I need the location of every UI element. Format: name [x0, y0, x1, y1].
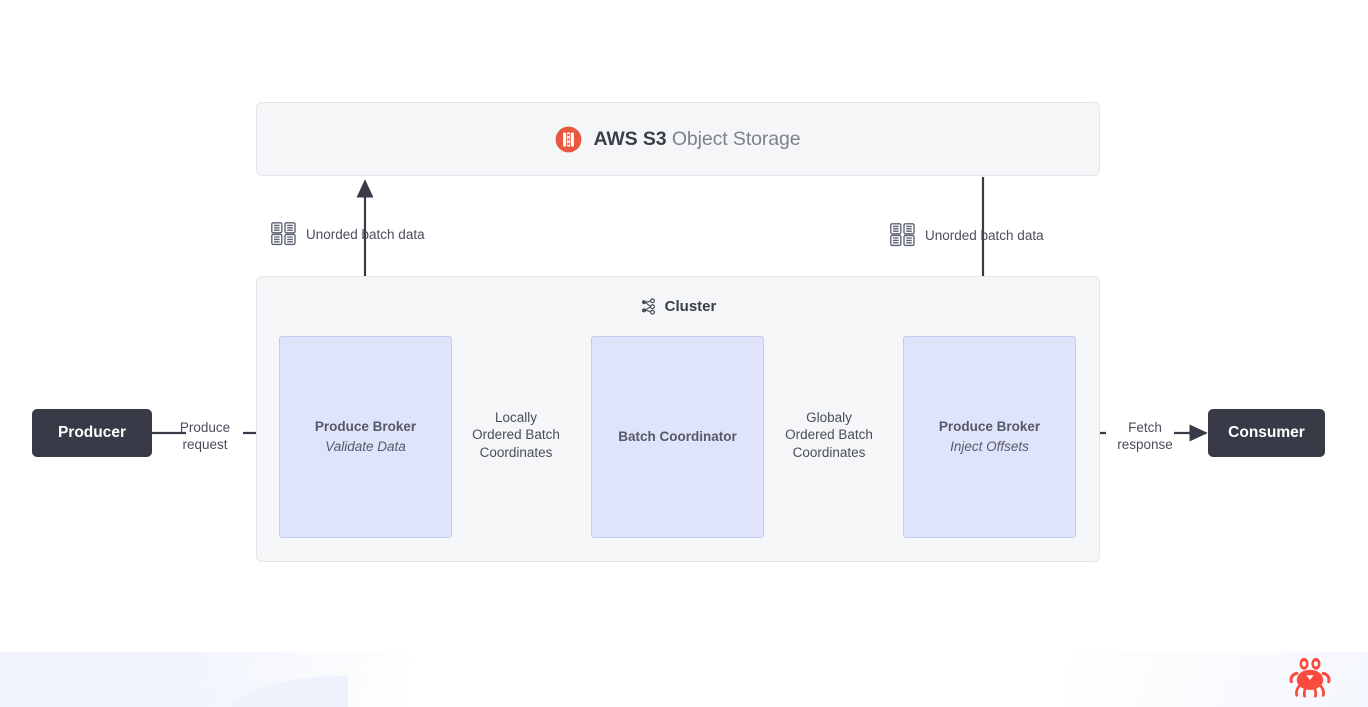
edge-label-globaly-ordered: Globaly Ordered Batch Coordinates: [785, 410, 873, 460]
s3-panel-title: AWS S3 Object Storage: [593, 128, 800, 151]
footer-swoosh-shape: [148, 652, 348, 707]
edge-label-fetch-response: Fetch response: [1117, 420, 1173, 453]
node-subtitle: Inject Offsets: [950, 439, 1029, 454]
consumer-box[interactable]: Consumer: [1208, 409, 1325, 457]
aws-s3-icon: [555, 126, 582, 153]
node-produce-broker-inject[interactable]: Produce Broker Inject Offsets: [903, 336, 1076, 538]
footer-band-left-fill: [0, 652, 160, 707]
storage-edge-upload-label: Unorded batch data: [306, 226, 425, 242]
node-batch-coordinator[interactable]: Batch Coordinator: [591, 336, 764, 538]
cluster-label: Cluster: [664, 298, 717, 315]
storage-edge-download-label: Unorded batch data: [925, 227, 1044, 243]
consumer-label: Consumer: [1228, 424, 1305, 441]
s3-brand-text: AWS S3: [593, 127, 667, 150]
s3-suffix-label: Object Storage: [671, 127, 801, 150]
s3-panel-header: AWS S3 Object Storage: [555, 126, 801, 153]
producer-box[interactable]: Producer: [32, 409, 152, 457]
cluster-panel-header: Cluster: [257, 298, 1099, 315]
node-subtitle: Validate Data: [325, 439, 406, 454]
database-grid-icon: [890, 223, 916, 247]
node-produce-broker-validate[interactable]: Produce Broker Validate Data: [279, 336, 452, 538]
edge-label-locally-ordered: Locally Ordered Batch Coordinates: [472, 410, 560, 460]
storage-edge-download: Unorded batch data: [890, 223, 1044, 247]
node-title: Produce Broker: [314, 418, 417, 434]
storage-edge-upload: Unorded batch data: [271, 222, 425, 246]
crab-logo-icon: [1288, 657, 1332, 699]
edge-label-produce-request: Produce request: [179, 420, 231, 453]
aws-s3-object-storage-panel: AWS S3 Object Storage: [256, 102, 1100, 176]
producer-label: Producer: [57, 424, 127, 441]
node-title: Batch Coordinator: [618, 428, 737, 444]
cluster-nodes-icon: [640, 298, 657, 315]
footer-band: [0, 652, 1368, 707]
database-grid-icon: [271, 222, 297, 246]
node-title: Produce Broker: [938, 418, 1041, 434]
footer-band-white-overlay: [150, 652, 1368, 707]
